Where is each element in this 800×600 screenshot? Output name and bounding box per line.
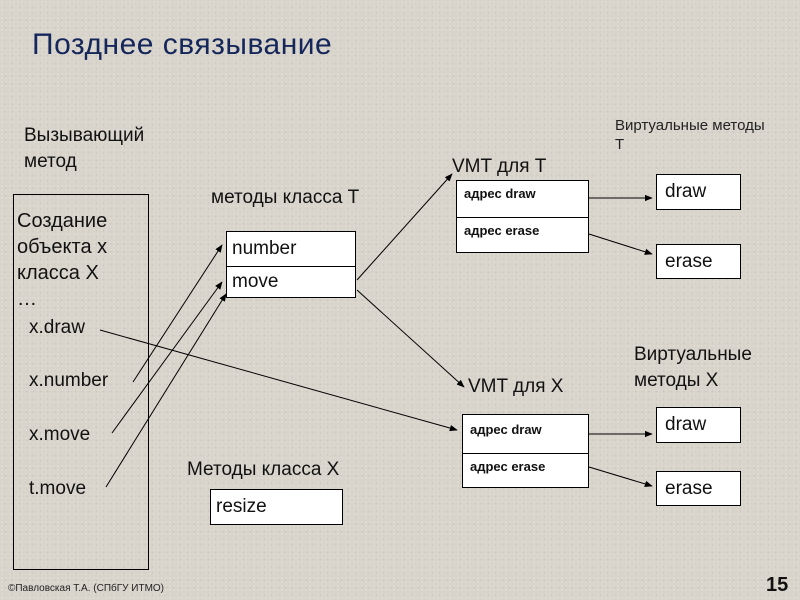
call-x-move: x.move <box>29 424 91 445</box>
method-move: move <box>227 266 355 299</box>
arrow-move-to-vmt-x <box>356 289 465 388</box>
virtual-x-erase: erase <box>665 478 713 499</box>
arrow-move-to-vmt-t <box>356 173 453 281</box>
virtual-x-heading: Виртуальные методы X <box>634 342 752 394</box>
caller-line: Создание <box>17 210 108 232</box>
vmt-t-erase-address: адрес erase <box>457 217 588 252</box>
virtual-x-draw-box: draw <box>656 407 741 443</box>
vmt-t-table: адрес draw адрес erase <box>456 180 589 253</box>
virtual-x-draw: draw <box>665 414 707 435</box>
virtual-t-erase-box: erase <box>656 244 741 279</box>
method-number: number <box>232 238 297 259</box>
virtual-t-heading: Виртуальные методы T <box>615 116 765 154</box>
vmt-t-heading: VMT для T <box>452 156 547 177</box>
virtual-x-heading-line2: методы X <box>634 370 719 391</box>
arrow-t-move-to-move <box>105 293 227 488</box>
methods-x-heading: Методы класса X <box>187 459 340 480</box>
arrow-x-number-to-number <box>132 244 223 383</box>
caller-line: объекта x <box>17 236 108 258</box>
virtual-t-heading-line2: T <box>615 136 625 153</box>
method-resize: resize <box>216 496 267 517</box>
page-number: 15 <box>766 574 789 596</box>
caller-heading-line2: метод <box>24 151 77 172</box>
slide-title: Позднее связывание <box>32 28 333 61</box>
caller-heading: Вызывающий метод <box>24 123 144 175</box>
arrow-vmt-x-erase <box>588 466 653 487</box>
methods-x-table: resize <box>210 489 343 525</box>
vmt-x-draw-address: адрес draw <box>470 422 542 437</box>
vmt-x-table: адрес draw адрес erase <box>462 414 589 488</box>
footer-copyright: ©Павловская Т.А. (СПбГУ ИТМО) <box>8 583 165 594</box>
virtual-x-erase-box: erase <box>656 471 741 506</box>
virtual-t-erase: erase <box>665 251 713 272</box>
virtual-t-heading-line1: Виртуальные методы <box>615 117 765 134</box>
caller-heading-line1: Вызывающий <box>24 125 145 146</box>
methods-t-heading: методы класса T <box>211 187 360 208</box>
object-creation-text: Создание объекта x класса X … <box>17 208 107 312</box>
vmt-x-heading: VMT для X <box>468 376 564 397</box>
caller-method-frame <box>13 194 149 570</box>
call-x-draw: x.draw <box>29 317 85 338</box>
vmt-t-draw-address: адрес draw <box>464 186 536 201</box>
vmt-x-erase-address: адрес erase <box>463 453 588 487</box>
call-x-number: x.number <box>29 370 109 391</box>
caller-line: класса X <box>17 262 99 284</box>
virtual-x-heading-line1: Виртуальные <box>634 344 752 365</box>
arrow-vmt-t-erase <box>588 233 653 255</box>
arrow-x-move-to-move <box>111 281 223 434</box>
call-t-move: t.move <box>29 478 87 499</box>
virtual-t-draw-box: draw <box>656 174 741 210</box>
methods-t-table: number move <box>226 231 356 298</box>
caller-line: … <box>17 288 37 310</box>
virtual-t-draw: draw <box>665 181 707 202</box>
arrow-x-draw-to-vmt-x <box>99 329 458 432</box>
